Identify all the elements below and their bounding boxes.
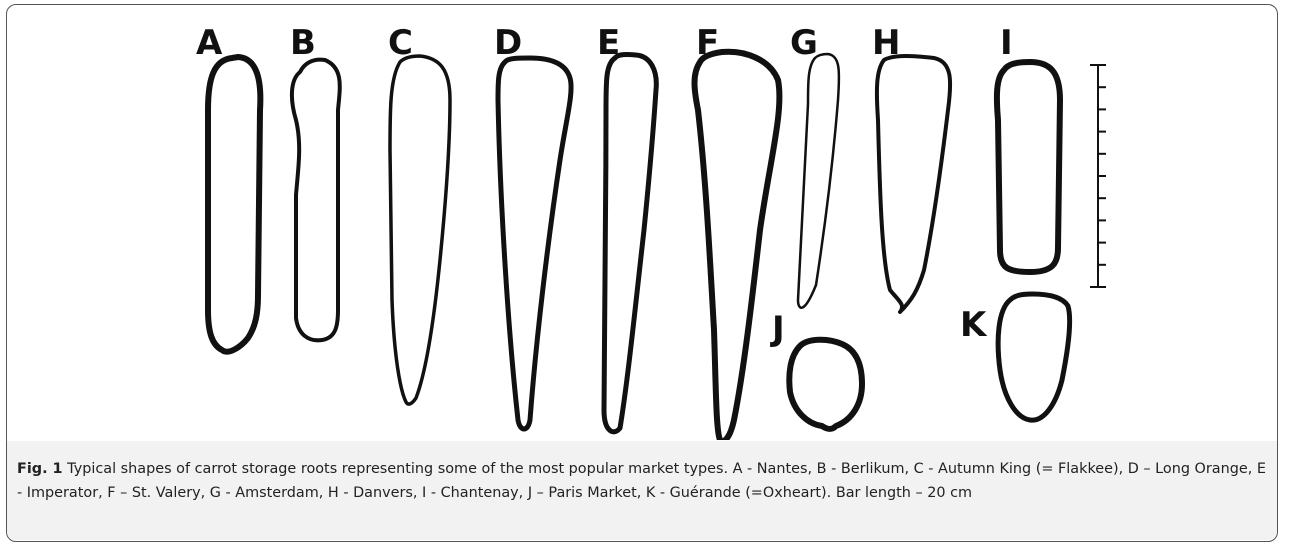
figure-caption-text: Typical shapes of carrot storage roots r… <box>17 461 1266 501</box>
figure-caption: Fig. 1 Typical shapes of carrot storage … <box>17 457 1267 505</box>
caption-panel: Fig. 1 Typical shapes of carrot storage … <box>7 441 1277 540</box>
panel-letter-c: C <box>388 26 413 60</box>
carrot-shapes-drawing <box>0 0 1290 440</box>
panel-letter-e: E <box>597 26 620 60</box>
panel-letter-i: I <box>1000 26 1013 60</box>
carrot-root-amsterdam-icon <box>798 54 839 308</box>
carrot-root-long-orange-icon <box>498 58 571 429</box>
figure-label: Fig. 1 <box>17 461 63 477</box>
carrot-root-danvers-icon <box>877 56 950 312</box>
panel-letter-f: F <box>696 26 719 60</box>
carrot-root-berlikum-icon <box>292 60 340 341</box>
carrot-root-guerande-icon <box>998 294 1069 420</box>
carrot-root-st-valery-icon <box>695 52 780 440</box>
carrot-root-autumn-king-icon <box>390 56 450 404</box>
panel-letter-a: A <box>196 26 222 60</box>
carrot-root-chantenay-icon <box>997 62 1060 272</box>
scale-bar-icon <box>1090 65 1106 287</box>
panel-letter-b: B <box>290 26 316 60</box>
carrot-root-imperator-icon <box>604 54 656 431</box>
panel-letter-d: D <box>494 26 522 60</box>
panel-letter-j: J <box>772 312 785 346</box>
panel-letter-k: K <box>960 308 986 342</box>
carrot-root-nantes-icon <box>208 57 260 352</box>
carrot-root-paris-market-icon <box>789 340 862 429</box>
panel-letter-h: H <box>872 26 900 60</box>
panel-letter-g: G <box>790 26 818 60</box>
